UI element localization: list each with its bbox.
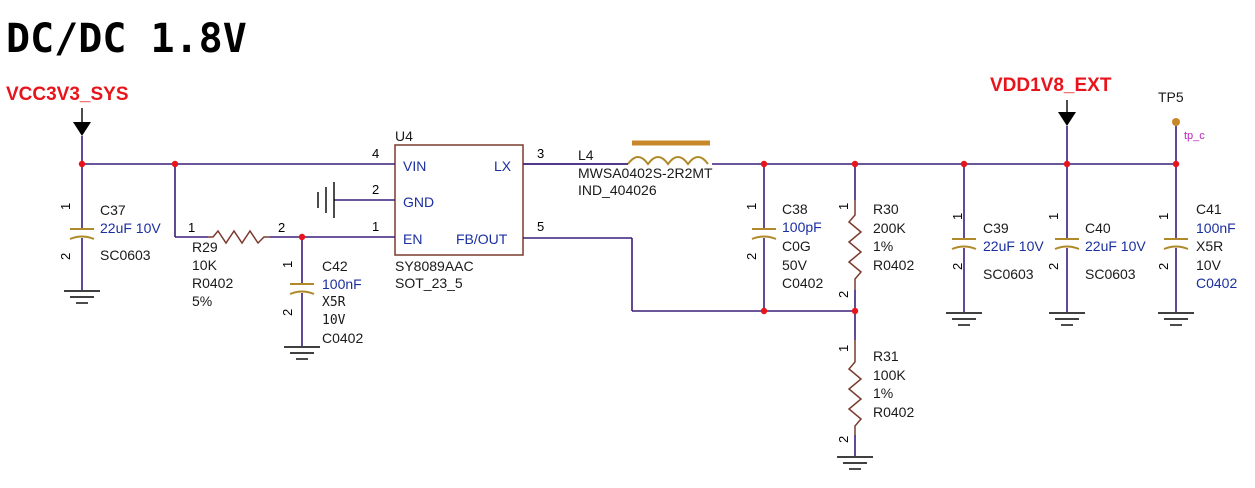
c41-package: C0402 — [1196, 275, 1237, 291]
u4-part: SY8089AAC — [395, 258, 474, 274]
u4-ic: U4 VIN GND EN LX FB/OUT 4 2 1 3 5 SY8089… — [370, 128, 580, 291]
u4-pin-vin: VIN — [403, 158, 426, 174]
u4-pinnum-lx: 3 — [537, 146, 544, 161]
r29-ref: R29 — [192, 239, 218, 255]
c37-value: 22uF 10V — [100, 220, 161, 236]
ground-icon-c41 — [1158, 312, 1194, 326]
r29-resistor: 1 2 R29 10K R0402 5% — [188, 220, 285, 309]
r31-package: R0402 — [873, 404, 914, 420]
r30-tol: 1% — [873, 238, 893, 254]
u4-pinnum-en: 1 — [372, 219, 379, 234]
l4-part: MWSA0402S-2R2MT — [578, 165, 713, 181]
net-label-vcc3v3-sys: VCC3V3_SYS — [6, 84, 129, 105]
r31-value: 100K — [873, 367, 906, 383]
r30-package: R0402 — [873, 257, 914, 273]
c40-package: SC0603 — [1085, 266, 1136, 282]
c39-pin1: 1 — [950, 213, 965, 220]
c41-capacitor: 1 2 C41 100nF X5R 10V C0402 — [1156, 200, 1237, 291]
r30-pin1: 1 — [836, 203, 851, 210]
c38-value: 100pF — [782, 219, 822, 235]
ground-icon-c40 — [1049, 312, 1085, 326]
c39-pin2: 2 — [950, 263, 965, 270]
ground-icon-c37 — [64, 290, 100, 304]
testpoint-ref: TP5 — [1158, 89, 1184, 105]
u4-pinnum-vin: 4 — [372, 146, 379, 161]
c42-ref: C42 — [322, 258, 348, 274]
c42-dielectric: X5R — [322, 295, 346, 310]
c37-capacitor: 1 2 C37 22uF 10V SC0603 — [58, 200, 161, 268]
c42-pin2: 2 — [280, 309, 295, 316]
l4-ref: L4 — [578, 147, 594, 163]
c40-pin1: 1 — [1046, 213, 1061, 220]
c42-capacitor: 1 2 C42 100nF X5R 10V C0402 — [280, 258, 363, 346]
u4-pin-gnd: GND — [403, 194, 434, 210]
c41-ref: C41 — [1196, 201, 1222, 217]
r31-ref: R31 — [873, 348, 899, 364]
u4-pinnum-fb: 5 — [537, 219, 544, 234]
l4-inductor: L4 MWSA0402S-2R2MT IND_404026 — [560, 140, 713, 198]
r29-package: R0402 — [192, 275, 233, 291]
r30-ref: R30 — [873, 201, 899, 217]
c41-dielectric: X5R — [1196, 238, 1223, 254]
c40-value: 22uF 10V — [1085, 238, 1146, 254]
c38-pin1: 1 — [744, 203, 759, 210]
power-arrow-output — [1058, 100, 1076, 126]
testpoint-dot — [1172, 118, 1180, 126]
c39-capacitor: 1 2 C39 22uF 10V SC0603 — [950, 200, 1044, 282]
c38-dielectric: C0G — [782, 238, 811, 254]
c40-capacitor: 1 2 C40 22uF 10V SC0603 — [1046, 200, 1146, 282]
c38-ref: C38 — [782, 201, 808, 217]
c41-pin2: 2 — [1156, 263, 1171, 270]
net-label-vdd1v8-ext: VDD1V8_EXT — [990, 75, 1112, 96]
testpoint-label: tp_c — [1184, 130, 1205, 142]
c42-voltage: 10V — [322, 313, 346, 328]
c42-package: C0402 — [322, 330, 363, 346]
c38-pin2: 2 — [744, 253, 759, 260]
c38-capacitor: 1 2 C38 100pF C0G 50V C0402 — [744, 200, 823, 291]
r29-pin1: 1 — [188, 220, 195, 235]
r29-pin2: 2 — [278, 220, 285, 235]
u4-pin-lx: LX — [494, 158, 512, 174]
c42-pin1: 1 — [280, 261, 295, 268]
r31-pin1: 1 — [836, 345, 851, 352]
c39-ref: C39 — [983, 220, 1009, 236]
page-title: DC/DC 1.8V — [6, 16, 247, 62]
ground-icon-c39 — [946, 312, 982, 326]
r31-tol: 1% — [873, 385, 893, 401]
r29-tol: 5% — [192, 293, 212, 309]
u4-pin-en: EN — [403, 231, 422, 247]
junctions — [78, 160, 1180, 315]
u4-package: SOT_23_5 — [395, 275, 463, 291]
c41-voltage: 10V — [1196, 257, 1222, 273]
power-arrow-input — [73, 108, 91, 136]
r29-value: 10K — [192, 257, 218, 273]
c40-ref: C40 — [1085, 220, 1111, 236]
c37-ref: C37 — [100, 202, 126, 218]
c38-package: C0402 — [782, 275, 823, 291]
c37-pin1: 1 — [58, 203, 73, 210]
u4-pinnum-gnd: 2 — [372, 182, 379, 197]
r31-pin2: 2 — [836, 436, 851, 443]
u4-pin-fb: FB/OUT — [456, 231, 508, 247]
r30-value: 200K — [873, 220, 906, 236]
r30-resistor: 1 2 R30 200K 1% R0402 — [836, 200, 914, 298]
c39-value: 22uF 10V — [983, 238, 1044, 254]
l4-package: IND_404026 — [578, 182, 657, 198]
chassis-ground-icon — [317, 182, 335, 218]
ground-icon-c42 — [284, 346, 320, 360]
c39-package: SC0603 — [983, 266, 1034, 282]
c38-voltage: 50V — [782, 257, 808, 273]
u4-ref: U4 — [395, 128, 413, 144]
c41-value: 100nF — [1196, 220, 1236, 236]
ground-icon-r31 — [837, 456, 873, 470]
c37-pin2: 2 — [58, 253, 73, 260]
c37-package: SC0603 — [100, 247, 151, 263]
c42-value: 100nF — [322, 276, 362, 292]
c41-pin1: 1 — [1156, 213, 1171, 220]
r31-resistor: 1 2 R31 100K 1% R0402 — [836, 340, 914, 443]
c40-pin2: 2 — [1046, 263, 1061, 270]
r30-pin2: 2 — [836, 291, 851, 298]
